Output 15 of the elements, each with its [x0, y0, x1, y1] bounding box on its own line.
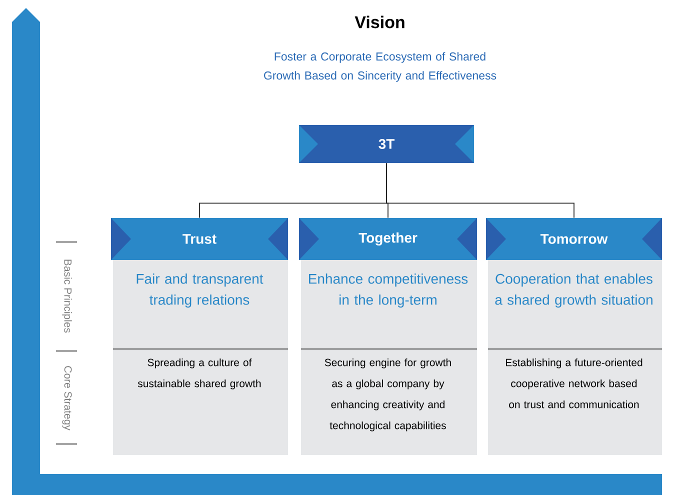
connector-line: [386, 162, 574, 218]
column-header: Tomorrow: [486, 218, 662, 260]
column-header: Together: [299, 218, 477, 260]
strategy-text: Establishing a future-oriented cooperative network based on trust and communication: [506, 358, 642, 408]
top-box: 3T: [299, 125, 474, 163]
strategy-text: Securing engine for growth as a global company by enhancing creativity and technological capabilities: [324, 358, 451, 432]
principle-text: Enhance competitiveness in the long-term: [309, 274, 468, 308]
strategy-text: Spreading a culture of sustainable shared growth: [138, 358, 261, 390]
column-header: Trust: [111, 218, 288, 260]
title: Vision: [354, 16, 404, 28]
principle-text: Fair and transparent trading relations: [136, 274, 264, 308]
principle-text: Cooperation that enables a shared growth situation: [495, 274, 652, 308]
side-label: Basic Principles: [62, 260, 72, 333]
side-label: Core Strategy: [62, 366, 72, 430]
subtitle: Foster a Corporate Ecosystem of Shared Growth Based on Sincerity and Effectiveness: [264, 52, 496, 82]
